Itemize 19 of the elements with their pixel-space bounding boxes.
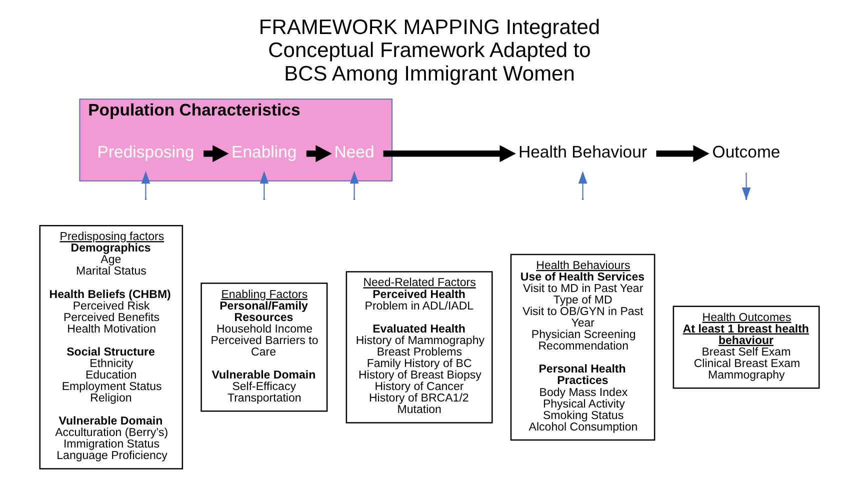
arrow	[260, 170, 269, 198]
arrow	[141, 170, 150, 198]
node-text: Health Behaviour	[518, 142, 648, 162]
node-text: Enabling	[232, 142, 297, 162]
arrow	[204, 144, 229, 162]
node-box: Predisposing factors Demographics Age Marital Status Health Beliefs (CHBM) Perceived Risk Perceived Benefits Health Motivation Social Structure Ethnicity Education Employment Status Religion Vulnerable Domain Acculturation (Berry’s) Immigration Status Language Proficiency	[39, 224, 184, 469]
node-box: Health Behaviours Use of Health Services Visit to MD in Past Year Type of MD Visit to OB/GYN in Past Year Physician Screening Recommendation Personal Health Practices Body Mass Index Physical Activity Smoking Status Alcohol Consumption	[510, 253, 656, 440]
node-text: Predisposing	[97, 142, 194, 162]
arrow	[578, 170, 588, 198]
arrow	[350, 170, 359, 198]
node-text: Need	[334, 142, 374, 162]
diagram-title: FRAMEWORK MAPPING Integrated Conceptual Framework Adapted to BCS Among Immigrant Women	[258, 16, 600, 85]
arrow	[383, 144, 516, 162]
node-box: Enabling Factors Personal/Family Resources Household Income Perceived Barriers to Care Vulnerable Domain Self-Efficacy Transportation	[200, 282, 328, 412]
node-box: Need-Related Factors Perceived Health Problem in ADL/IADL Evaluated Health History of Mammography Breast Problems Family History of BC History of Breast Biopsy History of Cancer History of BRCA1/2 Mutation	[346, 270, 493, 423]
arrow	[656, 144, 710, 162]
arrow	[306, 144, 332, 162]
node-box: Health Outcomes At least 1 breast health behaviour Breast Self Exam Clinical Breast Exam Mammography	[672, 305, 820, 388]
node-text: Outcome	[712, 142, 780, 162]
